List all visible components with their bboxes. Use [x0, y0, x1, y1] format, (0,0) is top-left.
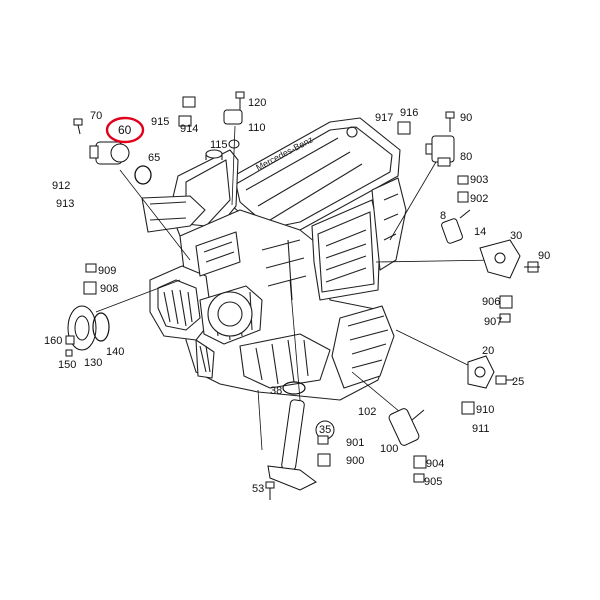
part-bolt-150[interactable]: [65, 349, 73, 357]
label-90-right[interactable]: 90: [538, 250, 551, 262]
part-oring-115[interactable]: [228, 139, 240, 149]
label-150[interactable]: 150: [58, 359, 77, 371]
label-913[interactable]: 913: [56, 198, 75, 210]
label-911[interactable]: 911: [472, 423, 490, 435]
label-900[interactable]: 900: [346, 455, 365, 467]
part-knock-sensor-20[interactable]: [467, 355, 495, 389]
label-905[interactable]: 905: [424, 476, 443, 488]
label-100[interactable]: 100: [380, 443, 399, 455]
label-914[interactable]: 914: [180, 123, 199, 135]
label-904[interactable]: 904: [426, 458, 445, 470]
highlight-ring-60: [105, 116, 145, 144]
label-902[interactable]: 902: [470, 193, 489, 205]
part-plug-906[interactable]: [499, 295, 513, 323]
label-908[interactable]: 908: [100, 283, 119, 295]
label-14[interactable]: 14: [474, 226, 487, 238]
part-bolt-70[interactable]: [73, 118, 83, 135]
part-plug-904[interactable]: [413, 455, 427, 483]
engine-block-illustration: [141, 117, 407, 401]
label-160[interactable]: 160: [44, 335, 63, 347]
label-912[interactable]: 912: [52, 180, 71, 192]
part-oring-65[interactable]: [134, 165, 152, 185]
label-53[interactable]: 53: [252, 483, 265, 495]
part-plug-902[interactable]: [457, 175, 469, 203]
part-camshaft-solenoid-60[interactable]: [89, 141, 130, 165]
label-910[interactable]: 910: [476, 404, 495, 416]
part-bolt-90b[interactable]: [524, 261, 540, 273]
label-60[interactable]: 60: [118, 123, 132, 137]
label-20[interactable]: 20: [482, 345, 495, 357]
label-120[interactable]: 120: [248, 97, 267, 109]
label-102[interactable]: 102: [358, 406, 377, 418]
label-65[interactable]: 65: [148, 152, 161, 164]
label-70[interactable]: 70: [90, 110, 103, 122]
label-140[interactable]: 140: [106, 346, 125, 358]
part-bolt-25[interactable]: [495, 375, 514, 385]
leader-lines: [95, 125, 499, 451]
part-sensor-80[interactable]: [425, 135, 455, 167]
label-38[interactable]: 38: [270, 385, 283, 397]
part-sensor-30[interactable]: [479, 239, 521, 279]
part-plug-915[interactable]: [178, 96, 196, 127]
part-probe-8-14[interactable]: [441, 209, 471, 244]
label-903[interactable]: 903: [470, 174, 489, 186]
label-906[interactable]: 906: [482, 296, 501, 308]
label-25[interactable]: 25: [512, 376, 525, 388]
part-sensor-110[interactable]: [223, 91, 245, 125]
part-bolt-53[interactable]: [265, 481, 275, 500]
label-90-top[interactable]: 90: [460, 112, 473, 124]
label-916[interactable]: 916: [400, 107, 419, 119]
part-sensor-130[interactable]: [67, 305, 97, 351]
part-bolt-90a[interactable]: [445, 111, 455, 132]
label-901[interactable]: 901: [346, 437, 365, 449]
label-130[interactable]: 130: [84, 357, 103, 369]
part-sensor-35[interactable]: [267, 399, 317, 491]
label-80[interactable]: 80: [460, 151, 473, 163]
label-907[interactable]: 907: [484, 316, 503, 328]
label-110[interactable]: 110: [248, 122, 266, 134]
label-115[interactable]: 115: [210, 139, 228, 151]
label-30[interactable]: 30: [510, 230, 523, 242]
part-plug-917[interactable]: [397, 121, 411, 135]
part-oring-140[interactable]: [92, 312, 110, 342]
part-plug-908[interactable]: [83, 263, 97, 295]
part-sensor-100[interactable]: [388, 407, 425, 446]
part-oring-38[interactable]: [282, 381, 306, 395]
part-plug-900[interactable]: [317, 435, 331, 467]
label-8[interactable]: 8: [440, 210, 447, 222]
label-909[interactable]: 909: [98, 265, 117, 277]
label-915[interactable]: 915: [151, 116, 170, 128]
part-bolt-160[interactable]: [65, 335, 75, 345]
label-35[interactable]: 35: [319, 424, 332, 436]
part-plug-910[interactable]: [461, 401, 475, 415]
label-917[interactable]: 917: [375, 112, 394, 124]
